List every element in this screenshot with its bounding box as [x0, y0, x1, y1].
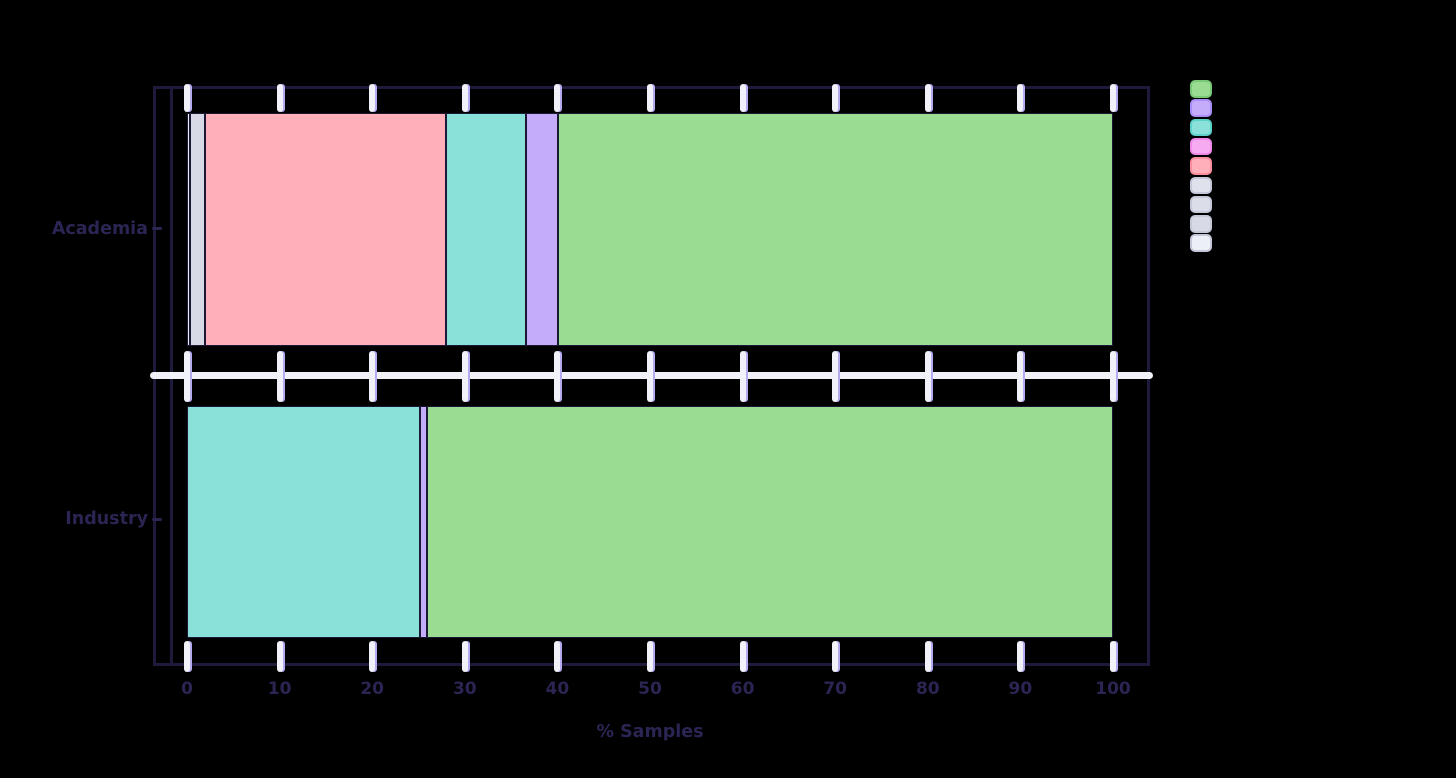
x-tick-label: 20 [360, 679, 385, 699]
x-tick-mark [739, 84, 746, 112]
legend-swatch-green[interactable] [1190, 80, 1212, 98]
legend-swatch-gray-1[interactable] [1190, 176, 1212, 194]
x-tick-mark [554, 351, 561, 402]
x-tick-mark [832, 351, 839, 402]
bar-segment-green[interactable] [558, 113, 1113, 346]
x-tick-mark [647, 641, 653, 672]
y-tick-industry [152, 518, 162, 521]
x-tick-label: 10 [267, 679, 292, 699]
x-tick-mark [276, 84, 283, 112]
x-tick-label: 90 [1008, 679, 1033, 699]
bar-segment-purple[interactable] [420, 406, 427, 638]
bar-segment-teal[interactable] [446, 113, 526, 346]
legend-swatch-salmon[interactable] [1190, 157, 1212, 175]
x-tick-label: 80 [915, 679, 940, 699]
y-axis-label-academia: Academia [51, 219, 148, 239]
legend-swatch-gray-3[interactable] [1190, 215, 1212, 233]
y-tick-academia [152, 227, 162, 230]
x-tick-mark [554, 84, 561, 112]
bar-segment-salmon[interactable] [204, 113, 447, 346]
legend-swatch-purple[interactable] [1190, 99, 1212, 117]
x-tick-label: 70 [823, 679, 848, 699]
x-tick-mark [461, 351, 468, 402]
x-tick-mark [1017, 351, 1024, 402]
x-tick-mark [1110, 641, 1116, 672]
x-tick-mark [924, 641, 931, 672]
legend-swatch-gray-4[interactable] [1190, 234, 1212, 252]
x-tick-mark [554, 641, 561, 672]
x-tick-mark [461, 641, 468, 672]
x-tick-mark [832, 84, 839, 112]
x-tick-label: 50 [638, 679, 662, 699]
x-tick-label: 60 [730, 679, 755, 699]
x-tick-mark [832, 641, 839, 672]
x-tick-mark [1110, 84, 1116, 112]
x-tick-label: 40 [545, 679, 570, 699]
x-tick-mark [461, 84, 468, 112]
x-tick-mark [184, 84, 190, 112]
bar-segment-purple[interactable] [525, 113, 559, 346]
x-tick-label: 100 [1095, 679, 1131, 699]
x-tick-mark [739, 641, 746, 672]
x-tick-mark [369, 641, 376, 672]
legend-swatch-teal[interactable] [1190, 118, 1212, 137]
x-tick-mark [924, 351, 931, 402]
x-tick-mark [647, 84, 653, 112]
legend-swatch-magenta[interactable] [1190, 137, 1212, 156]
x-axis-title: % Samples [596, 722, 704, 742]
x-tick-mark [369, 351, 376, 402]
y-axis-label-industry: Industry [65, 509, 148, 529]
x-tick-mark [739, 351, 746, 402]
x-tick-mark [369, 84, 376, 112]
bar-segment-teal[interactable] [187, 406, 421, 638]
bar-segment-gray-3[interactable] [189, 113, 205, 346]
x-tick-mark [1110, 351, 1116, 402]
x-tick-mark [1017, 641, 1024, 672]
x-tick-mark [924, 84, 931, 112]
legend-swatch-gray-2[interactable] [1190, 195, 1212, 214]
x-tick-mark [184, 351, 190, 402]
x-tick-mark [184, 641, 190, 672]
x-tick-mark [276, 351, 283, 402]
bar-segment-green[interactable] [426, 406, 1113, 638]
x-tick-label: 30 [452, 679, 477, 699]
x-tick-mark [276, 641, 283, 672]
x-tick-mark [1017, 84, 1024, 112]
x-tick-label: 0 [181, 679, 193, 699]
bar-segment-gray-4[interactable] [187, 113, 190, 346]
x-tick-mark [647, 351, 653, 402]
